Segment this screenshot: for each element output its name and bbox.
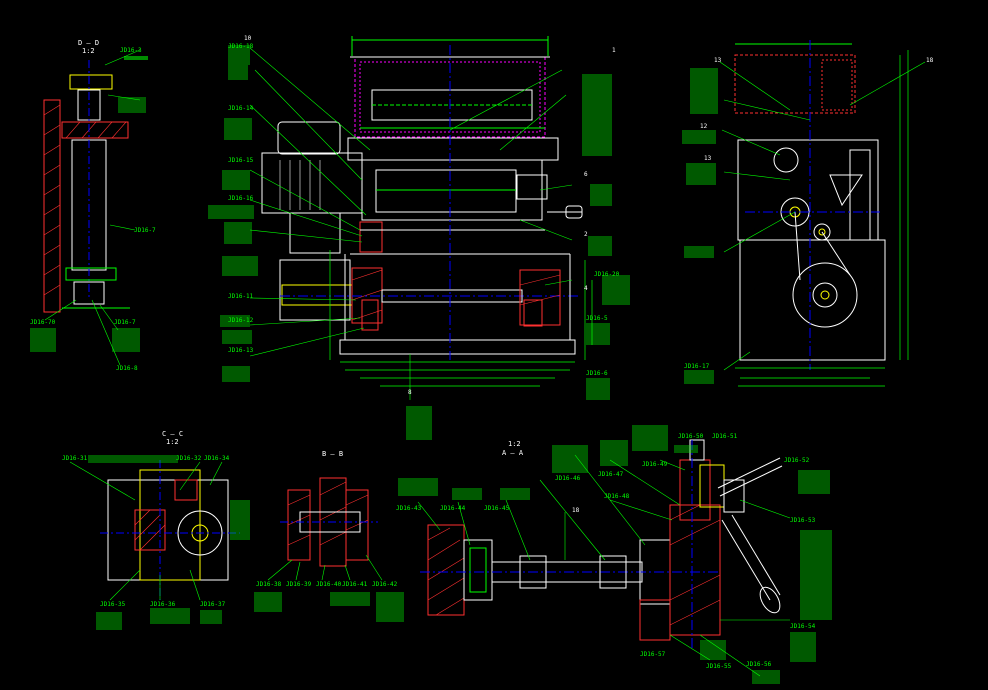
fv-callout-1: 1 <box>612 47 616 54</box>
dd-bracket <box>61 121 129 139</box>
dd-label-c: JD16-7 <box>114 319 136 326</box>
aa-label-o: JD16-57 <box>640 651 666 658</box>
cc-label-b: JD16-32 <box>176 455 202 462</box>
fv-label-h: JD16-20 <box>594 271 620 278</box>
fv-callout-2: 2 <box>584 231 588 238</box>
aa-label-b: JD16-44 <box>440 505 466 512</box>
fv-label-f: JD16-12 <box>228 317 254 324</box>
sv-upper-pulley <box>773 147 799 173</box>
cc-label-f: JD16-37 <box>200 601 226 608</box>
fv-right-label-blocks <box>406 74 630 440</box>
aa-label-l: JD16-54 <box>790 623 816 630</box>
dd-label-a: JD16-3 <box>120 47 142 54</box>
aa-label-blocks <box>398 425 832 684</box>
dd-wall-hatch <box>43 104 61 296</box>
view-bb-title: B – B <box>322 450 343 458</box>
aa-label-j: JD16-52 <box>784 457 810 464</box>
view-dd-scale: 1:2 <box>82 47 95 55</box>
cc-label-c: JD16-34 <box>204 455 230 462</box>
cc-gear <box>177 510 223 556</box>
view-cc-scale: 1:2 <box>166 438 179 446</box>
sv-callout-18: 18 <box>926 57 934 64</box>
fv-label-g: JD16-13 <box>228 347 254 354</box>
sv-callout-13: 13 <box>714 57 722 64</box>
aa-label-c: JD16-45 <box>484 505 510 512</box>
sv-flywheel <box>792 262 858 328</box>
fv-label-c: JD16-15 <box>228 157 254 164</box>
bb-right-flange <box>345 489 369 561</box>
sv-callout-12: 12 <box>700 123 708 130</box>
dd-base-plate <box>65 267 117 281</box>
dd-label-e: JD16-7 <box>134 227 156 234</box>
view-aa-title: A – A <box>502 449 524 457</box>
bb-label-d: JD16-41 <box>342 581 368 588</box>
aa-label-g: JD16-49 <box>642 461 668 468</box>
fv-label-e: JD16-11 <box>228 293 254 300</box>
fv-callout-8: 8 <box>408 389 412 396</box>
aa-label-k: JD16-53 <box>790 517 816 524</box>
fv-base <box>339 339 576 355</box>
sv-dims <box>735 50 909 387</box>
aa-label-a: JD16-43 <box>396 505 422 512</box>
fv-label-a: JD16-18 <box>228 43 254 50</box>
bb-label-e: JD16-42 <box>372 581 398 588</box>
view-cc: C – C 1:2 JD16-31 JD16-32 JD16-34 JD16-3… <box>62 430 250 630</box>
bb-label-a: JD16-38 <box>256 581 282 588</box>
fv-callout-6: 6 <box>584 171 588 178</box>
view-aa: 1:2 A – A <box>396 425 832 684</box>
fv-label-b: JD16-14 <box>228 105 254 112</box>
bb-label-b: JD16-39 <box>286 581 312 588</box>
fv-label-i: JD16-5 <box>586 315 608 322</box>
aa-label-m: JD16-55 <box>706 663 732 670</box>
dd-base-nut <box>73 281 105 305</box>
fv-reducer <box>279 259 351 321</box>
fv-callout-10: 10 <box>244 35 252 42</box>
aa-label-d: JD16-46 <box>555 475 581 482</box>
sv-hopper <box>734 54 856 114</box>
sv-callout-13b: 13 <box>704 155 712 162</box>
aa-lever <box>721 519 771 601</box>
view-aa-scale: 1:2 <box>508 440 521 448</box>
side-view: JD16-17 13 18 12 13 <box>682 40 934 387</box>
dd-label-b: JD16-70 <box>30 319 56 326</box>
aa-label-h: JD16-50 <box>678 433 704 440</box>
dd-label-d: JD16-8 <box>116 365 138 372</box>
view-dd: D – D 1:2 JD16-3 JD16-7 JD16-70 JD <box>30 39 156 372</box>
cc-label-a: JD16-31 <box>62 455 88 462</box>
fv-label-d: JD16-16 <box>228 195 254 202</box>
aa-label-f: JD16-48 <box>604 493 630 500</box>
front-view: JD16-18 JD16-14 JD16-15 JD16-16 JD16-11 … <box>208 35 630 440</box>
fv-bottom-dims <box>329 250 593 387</box>
view-bb: B – B JD16-38 JD16-39 JD16-40 JD16-41 JD… <box>254 450 404 622</box>
bb-label-c: JD16-40 <box>316 581 342 588</box>
view-dd-title: D – D <box>78 39 99 47</box>
fv-left-label-blocks <box>208 45 258 382</box>
aa-gearbox <box>669 504 721 636</box>
dd-wall <box>43 99 61 313</box>
sv-lower-frame <box>739 239 886 361</box>
cc-label-e: JD16-36 <box>150 601 176 608</box>
cc-label-d: JD16-35 <box>100 601 126 608</box>
aa-callout-18: 18 <box>572 507 580 514</box>
dd-top-block <box>69 74 113 90</box>
aa-label-e: JD16-47 <box>598 471 624 478</box>
aa-label-n: JD16-56 <box>746 661 772 668</box>
fv-callout-4: 4 <box>584 285 588 292</box>
sv-label-blocks <box>682 68 718 384</box>
fv-shaft <box>381 289 523 303</box>
aa-label-i: JD16-51 <box>712 433 738 440</box>
fv-label-j: JD16-6 <box>586 370 608 377</box>
sv-label-a: JD16-17 <box>684 363 710 370</box>
view-cc-title: C – C <box>162 430 183 438</box>
